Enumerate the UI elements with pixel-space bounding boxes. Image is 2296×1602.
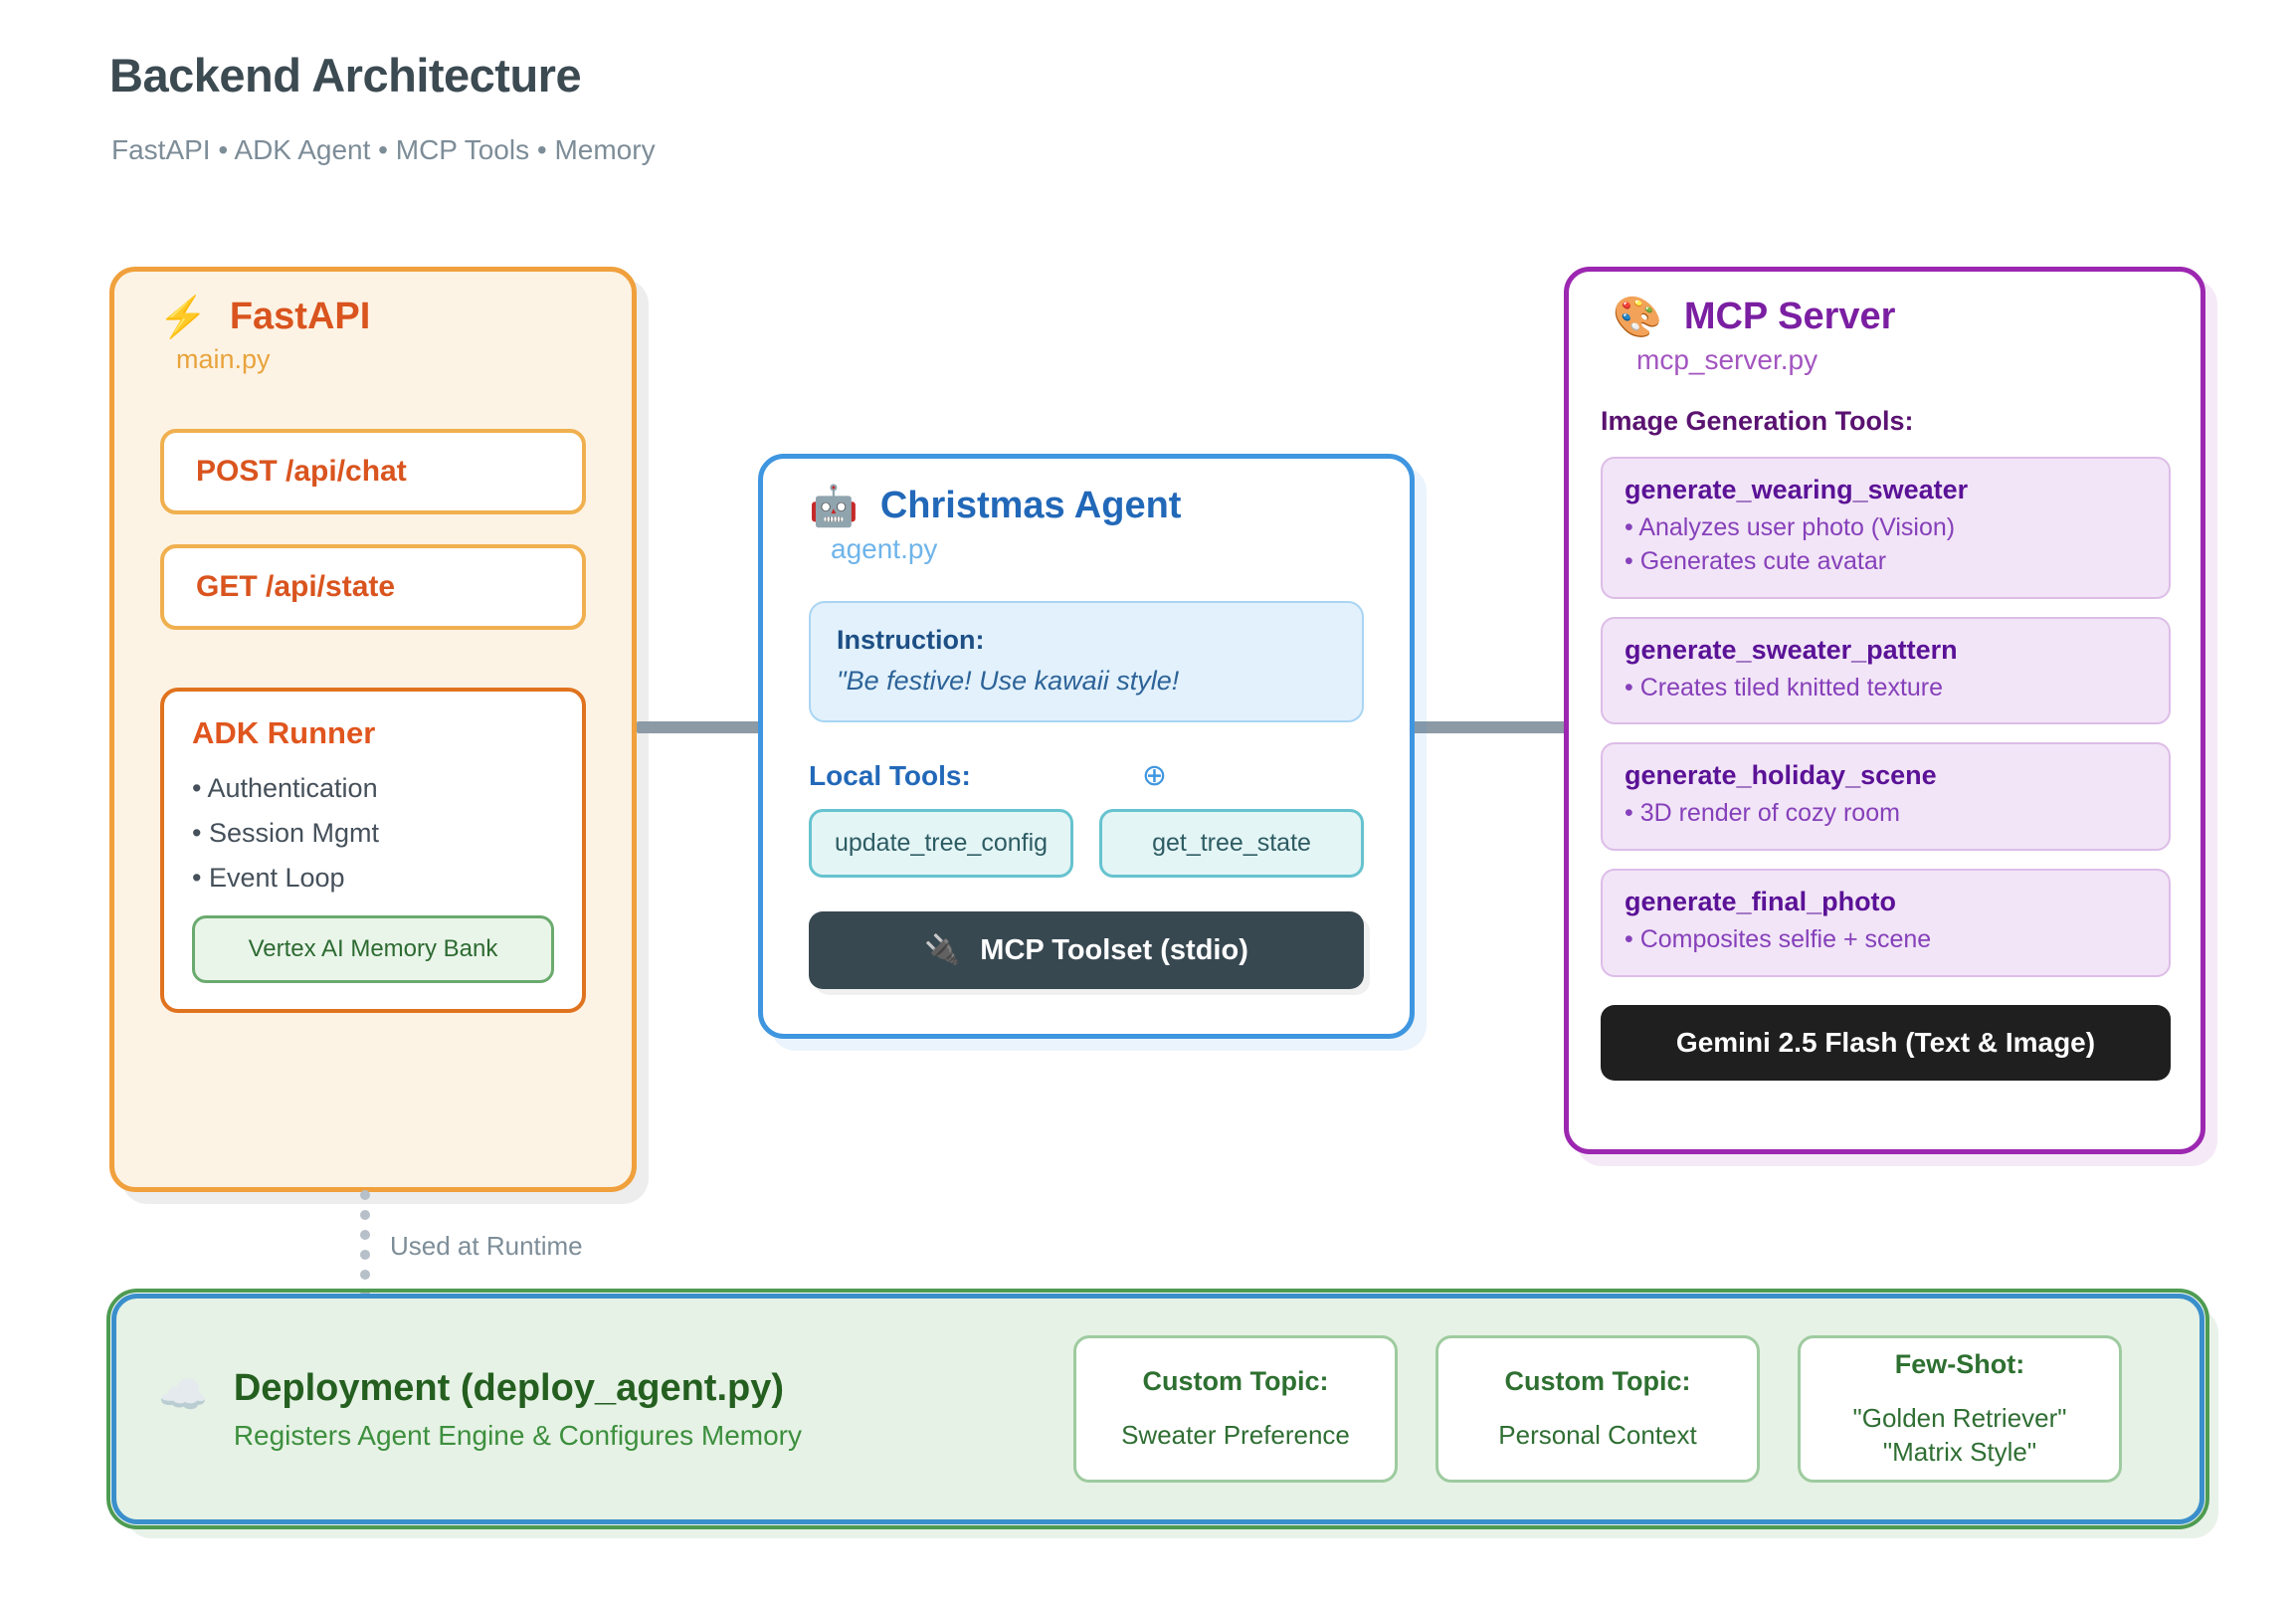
adk-bullet-event-loop: • Event Loop (192, 863, 345, 893)
agent-filename: agent.py (831, 533, 938, 564)
adk-bullet-label: Session Mgmt (208, 818, 380, 848)
tool-chip-get-tree-state[interactable]: get_tree_state (1099, 809, 1364, 878)
adk-bullet-label: Event Loop (208, 863, 345, 893)
mcp-tool-bullet: • Creates tiled knitted texture (1625, 673, 1944, 701)
local-tools-row: update_tree_config get_tree_state (809, 809, 1364, 878)
runtime-connector-label: Used at Runtime (390, 1231, 583, 1261)
high-voltage-icon: ⚡ (158, 295, 208, 339)
mcp-tool-bullet: • 3D render of cozy room (1625, 799, 1900, 828)
mcp-tool-card-generate-holiday-scene[interactable]: generate_holiday_scene • 3D render of co… (1601, 742, 2171, 851)
deployment-subtitle: Registers Agent Engine & Configures Memo… (233, 1419, 802, 1451)
fastapi-title: FastAPI (229, 296, 371, 337)
page-title: Backend Architecture (109, 49, 582, 101)
mcp-toolset-bar[interactable]: 🔌 MCP Toolset (stdio) (809, 911, 1364, 989)
fastapi-panel: ⚡ FastAPI main.py POST /api/chat GET /ap… (109, 267, 637, 1192)
mcp-tool-bullet: • Composites selfie + scene (1625, 925, 1932, 953)
deployment-chip-value: Sweater Preference (1121, 1419, 1350, 1450)
adk-runner-card: ADK Runner • Authentication • Session Mg… (160, 688, 586, 1013)
vertex-memory-bank-chip[interactable]: Vertex AI Memory Bank (192, 915, 554, 983)
deployment-header: ☁️ Deployment (deploy_agent.py) Register… (158, 1367, 1053, 1452)
deployment-title: Deployment (deploy_agent.py) (233, 1366, 785, 1409)
agent-header: 🤖 Christmas Agent (809, 485, 1410, 527)
gemini-model-bar[interactable]: Gemini 2.5 Flash (Text & Image) (1601, 1004, 2171, 1081)
mcp-tool-name: generate_final_photo (1625, 887, 1897, 916)
adk-bullet-authentication: • Authentication (192, 773, 378, 803)
mcp-filename: mcp_server.py (1636, 344, 1818, 375)
page-subtitle: FastAPI • ADK Agent • MCP Tools • Memory (111, 134, 656, 165)
christmas-agent-panel: 🤖 Christmas Agent agent.py Instruction: … (758, 454, 1415, 1039)
mcp-tool-bullet: • Analyzes user photo (Vision) (1625, 513, 1956, 541)
mcp-tool-bullet: • Generates cute avatar (1625, 546, 1887, 575)
mcp-tool-card-generate-wearing-sweater[interactable]: generate_wearing_sweater • Analyzes user… (1601, 457, 2171, 599)
deployment-chip-title: Custom Topic: (1142, 1365, 1329, 1396)
mcp-server-panel: 🎨 MCP Server mcp_server.py Image Generat… (1564, 267, 2205, 1154)
fastapi-header: ⚡ FastAPI (158, 296, 632, 338)
connector-fastapi-to-agent (637, 721, 762, 733)
deployment-chip-title: Custom Topic: (1504, 1365, 1691, 1396)
robot-icon: 🤖 (809, 484, 859, 528)
crosshair-icon: ⊕ (1141, 759, 1167, 792)
deployment-chip-row: Custom Topic: Sweater Preference Custom … (1073, 1335, 2122, 1483)
image-generation-tools-label: Image Generation Tools: (1601, 406, 1914, 436)
tool-chip-update-tree-config[interactable]: update_tree_config (809, 809, 1073, 878)
deployment-chip-value: Personal Context (1498, 1419, 1697, 1450)
connector-agent-to-mcp (1411, 721, 1570, 733)
mcp-header: 🎨 MCP Server (1613, 296, 2200, 338)
deployment-chip-sweater-preference[interactable]: Custom Topic: Sweater Preference (1073, 1335, 1398, 1483)
mcp-tool-name: generate_wearing_sweater (1625, 475, 1969, 504)
deployment-panel: ☁️ Deployment (deploy_agent.py) Register… (106, 1289, 2209, 1529)
plug-icon: 🔌 (924, 934, 961, 966)
instruction-text: "Be festive! Use kawaii style! (837, 666, 1180, 696)
adk-bullet-session-mgmt: • Session Mgmt (192, 818, 380, 848)
deployment-chip-few-shot[interactable]: Few-Shot: "Golden Retriever" "Matrix Sty… (1798, 1335, 2122, 1483)
adk-bullet-label: Authentication (207, 773, 378, 803)
endpoint-post-chat[interactable]: POST /api/chat (160, 429, 586, 514)
mcp-title: MCP Server (1683, 296, 1896, 337)
runtime-dotted-connector (360, 1190, 370, 1300)
mcp-tool-card-generate-final-photo[interactable]: generate_final_photo • Composites selfie… (1601, 869, 2171, 977)
mcp-tool-card-generate-sweater-pattern[interactable]: generate_sweater_pattern • Creates tiled… (1601, 616, 2171, 725)
instruction-label: Instruction: (837, 625, 985, 655)
local-tools-header: Local Tools: ⊕ (809, 758, 1364, 793)
mcp-tool-name: generate_sweater_pattern (1625, 634, 1958, 665)
instruction-card: Instruction: "Be festive! Use kawaii sty… (809, 601, 1364, 722)
local-tools-label: Local Tools: (809, 759, 971, 791)
mcp-toolset-label: MCP Toolset (stdio) (980, 934, 1248, 966)
fastapi-filename: main.py (176, 344, 271, 374)
artist-palette-icon: 🎨 (1613, 295, 1662, 339)
cloud-icon: ☁️ (158, 1372, 208, 1417)
mcp-tool-name: generate_holiday_scene (1625, 760, 1937, 791)
adk-runner-title: ADK Runner (192, 715, 376, 750)
deployment-chip-personal-context[interactable]: Custom Topic: Personal Context (1435, 1335, 1760, 1483)
deployment-chip-title: Few-Shot: (1894, 1348, 2025, 1379)
endpoint-get-state[interactable]: GET /api/state (160, 544, 586, 630)
agent-title: Christmas Agent (879, 485, 1182, 526)
deployment-chip-value: "Golden Retriever" "Matrix Style" (1852, 1402, 2067, 1467)
